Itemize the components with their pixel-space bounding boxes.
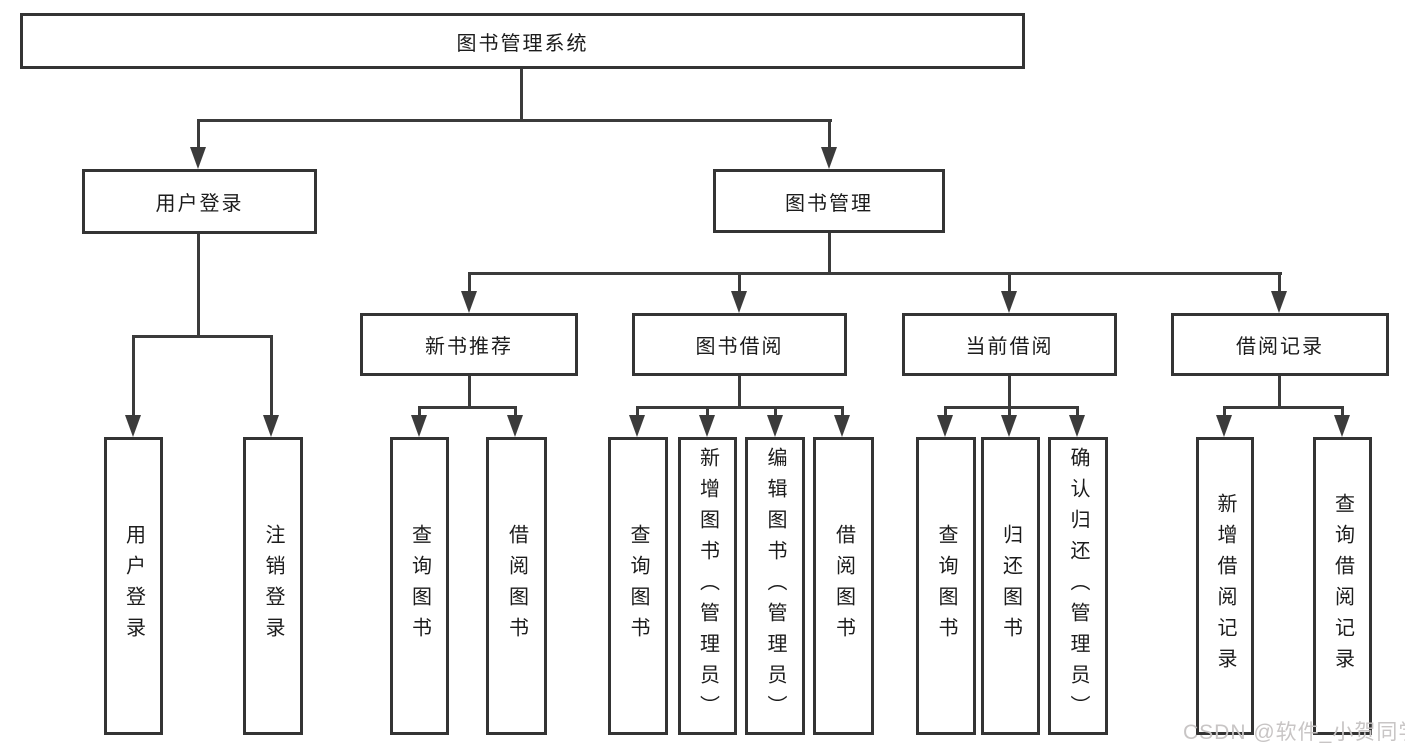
leaf-label: 借阅图书 bbox=[505, 524, 528, 648]
arrow-down-icon bbox=[629, 415, 645, 437]
arrow-down-icon bbox=[125, 415, 141, 437]
node-label: 图书管理 bbox=[785, 192, 873, 215]
arrow-down-icon bbox=[1216, 415, 1232, 437]
connector-drop-line bbox=[1008, 272, 1011, 293]
leaf-confirm-return-admin: 确认归还（管理员） bbox=[1048, 437, 1108, 735]
connector-drop-line bbox=[132, 335, 135, 417]
connector-drop-line bbox=[738, 272, 741, 293]
leaf-label: 编辑图书（管理员） bbox=[764, 446, 786, 726]
connector-drop-line bbox=[1223, 406, 1226, 417]
leaf-add-borrow-record: 新增借阅记录 bbox=[1196, 437, 1254, 735]
node-label: 新书推荐 bbox=[425, 336, 513, 358]
arrow-down-icon bbox=[263, 415, 279, 437]
connector-drop-line bbox=[1341, 406, 1344, 417]
node-label: 图书借阅 bbox=[695, 336, 784, 358]
arrow-down-icon bbox=[1001, 291, 1017, 313]
leaf-query-books-recommend: 查询图书 bbox=[390, 437, 449, 735]
connector-drop-line bbox=[514, 406, 517, 417]
connector-current-rail bbox=[945, 406, 1079, 409]
connector-new-rec-rail bbox=[418, 406, 517, 409]
node-label: 用户登录 bbox=[155, 193, 244, 215]
arrow-down-icon bbox=[1069, 415, 1085, 437]
leaf-label: 新增图书（管理员） bbox=[696, 446, 719, 726]
connector-drop-line bbox=[468, 272, 471, 293]
connector-records-rail bbox=[1224, 406, 1343, 409]
leaf-query-borrow-record: 查询借阅记录 bbox=[1313, 437, 1372, 735]
connector-drop-line bbox=[1076, 406, 1079, 417]
arrow-down-icon bbox=[821, 147, 837, 169]
arrow-down-icon bbox=[507, 415, 523, 437]
node-new-book-recommend: 新书推荐 bbox=[360, 313, 578, 376]
csdn-watermark: CSDN @软件_小贺同学 bbox=[1183, 721, 1405, 744]
leaf-return-books: 归还图书 bbox=[981, 437, 1040, 735]
arrow-down-icon bbox=[731, 291, 747, 313]
connector-book-mgmt-stem bbox=[828, 233, 831, 274]
leaf-borrow-books-recommend: 借阅图书 bbox=[486, 437, 547, 735]
connector-current-stem bbox=[1008, 376, 1011, 408]
leaf-label: 查询借阅记录 bbox=[1331, 493, 1354, 679]
node-library-system: 图书管理系统 bbox=[20, 13, 1025, 69]
connector-root-rail bbox=[197, 119, 832, 122]
leaf-query-books-borrowing: 查询图书 bbox=[608, 437, 668, 735]
connector-drop-line bbox=[774, 406, 777, 417]
leaf-label: 查询图书 bbox=[408, 524, 431, 648]
leaf-label: 借阅图书 bbox=[832, 524, 855, 648]
node-label: 当前借阅 bbox=[965, 336, 1054, 358]
leaf-query-books-current: 查询图书 bbox=[916, 437, 976, 735]
connector-new-rec-stem bbox=[468, 376, 471, 408]
node-user-login: 用户登录 bbox=[82, 169, 317, 234]
node-book-borrowing: 图书借阅 bbox=[632, 313, 847, 376]
connector-drop-line bbox=[706, 406, 709, 417]
node-book-management: 图书管理 bbox=[713, 169, 945, 233]
connector-records-stem bbox=[1278, 376, 1281, 408]
connector-drop-line bbox=[270, 335, 273, 417]
connector-drop-line bbox=[841, 406, 844, 417]
connector-book-mgmt-rail bbox=[468, 272, 1282, 275]
connector-user-login-stem bbox=[197, 233, 200, 337]
connector-borrowing-rail bbox=[637, 406, 844, 409]
connector-drop-line bbox=[828, 119, 831, 149]
leaf-label: 确认归还（管理员） bbox=[1067, 446, 1089, 726]
arrow-down-icon bbox=[767, 415, 783, 437]
arrow-down-icon bbox=[461, 291, 477, 313]
leaf-borrow-books: 借阅图书 bbox=[813, 437, 874, 735]
leaf-label: 用户登录 bbox=[122, 524, 145, 648]
connector-drop-line bbox=[1278, 272, 1281, 293]
node-current-borrowing: 当前借阅 bbox=[902, 313, 1117, 376]
connector-drop-line bbox=[1008, 406, 1011, 417]
arrow-down-icon bbox=[1271, 291, 1287, 313]
leaf-logout: 注销登录 bbox=[243, 437, 303, 735]
connector-drop-line bbox=[197, 119, 200, 149]
arrow-down-icon bbox=[937, 415, 953, 437]
arrow-down-icon bbox=[834, 415, 850, 437]
leaf-label: 查询图书 bbox=[935, 524, 957, 648]
arrow-down-icon bbox=[411, 415, 427, 437]
arrow-down-icon bbox=[1334, 415, 1350, 437]
connector-root-stem bbox=[520, 69, 523, 121]
arrow-down-icon bbox=[699, 415, 715, 437]
leaf-label: 新增借阅记录 bbox=[1214, 493, 1236, 679]
leaf-label: 查询图书 bbox=[627, 524, 649, 648]
node-label: 图书管理系统 bbox=[456, 32, 589, 55]
arrow-down-icon bbox=[1001, 415, 1017, 437]
connector-drop-line bbox=[636, 406, 639, 417]
node-borrow-records: 借阅记录 bbox=[1171, 313, 1389, 376]
connector-drop-line bbox=[418, 406, 421, 417]
node-label: 借阅记录 bbox=[1236, 336, 1324, 358]
leaf-add-books-admin: 新增图书（管理员） bbox=[678, 437, 737, 735]
leaf-user-login: 用户登录 bbox=[104, 437, 163, 735]
leaf-label: 归还图书 bbox=[999, 524, 1022, 648]
connector-user-login-rail bbox=[132, 335, 273, 338]
leaf-edit-books-admin: 编辑图书（管理员） bbox=[745, 437, 805, 735]
connector-borrowing-stem bbox=[738, 376, 741, 408]
leaf-label: 注销登录 bbox=[262, 524, 284, 648]
arrow-down-icon bbox=[190, 147, 206, 169]
connector-drop-line bbox=[944, 406, 947, 417]
